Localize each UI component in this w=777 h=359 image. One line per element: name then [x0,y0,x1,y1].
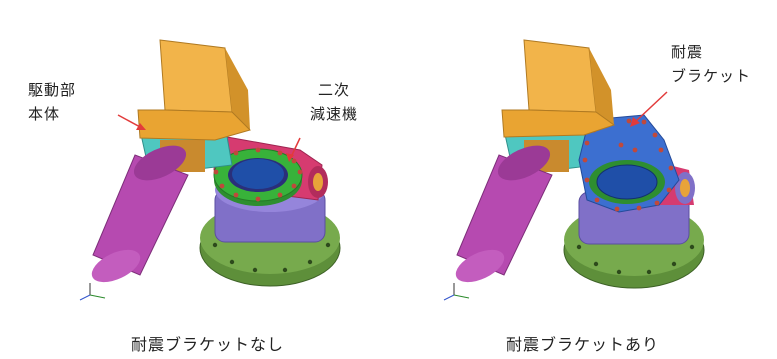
model-with-bracket [443,39,705,301]
motor-box-front [159,39,233,113]
label-reducer-line1: 二次 [318,81,351,99]
arrow-bracket [630,91,668,127]
motor-box-base [501,109,616,138]
motor-box-side [589,48,614,125]
motor-box-side [225,48,250,130]
label-reducer-line2: 減速機 [310,105,359,123]
motor-box-base [137,109,251,141]
caption-with-bracket: 耐震ブラケットあり [506,335,660,354]
base-bolt-holes [576,244,695,275]
reducer-end-hub [313,173,323,191]
label-drive-body-line2: 本体 [28,105,61,123]
motor-cylinder-end [91,249,141,283]
motor-box-front [523,39,597,113]
label-seismic-bracket: 耐震 ブラケット [671,40,751,88]
panel-without-bracket: 駆動部 本体 二次 減速機 耐震ブラケットなし [0,0,388,359]
reducer-end-hub [680,179,690,197]
label-bracket-line2: ブラケット [671,67,752,85]
axis-triad [443,283,470,301]
motor-cylinder-end [455,249,505,283]
label-bracket-line1: 耐震 [671,43,704,61]
label-drive-body-line1: 駆動部 [28,81,77,99]
motor-cylinder-flange [133,145,187,181]
ring-bolts [213,147,303,202]
arrow-reducer [286,137,301,162]
output-disc [232,159,284,189]
caption-without-bracket: 耐震ブラケットなし [131,335,285,354]
motor-cylinder-flange [497,145,551,181]
axis-triad [79,283,106,301]
label-drive-body: 駆動部 本体 [28,78,76,126]
arrow-body [117,114,146,130]
base-bolt-holes [212,242,331,273]
model-without-bracket [79,39,341,301]
label-secondary-reducer: 二次 減速機 [310,78,358,126]
output-disc [596,164,658,200]
panel-with-bracket: 耐震 ブラケット 耐震ブラケットあり [389,0,777,359]
